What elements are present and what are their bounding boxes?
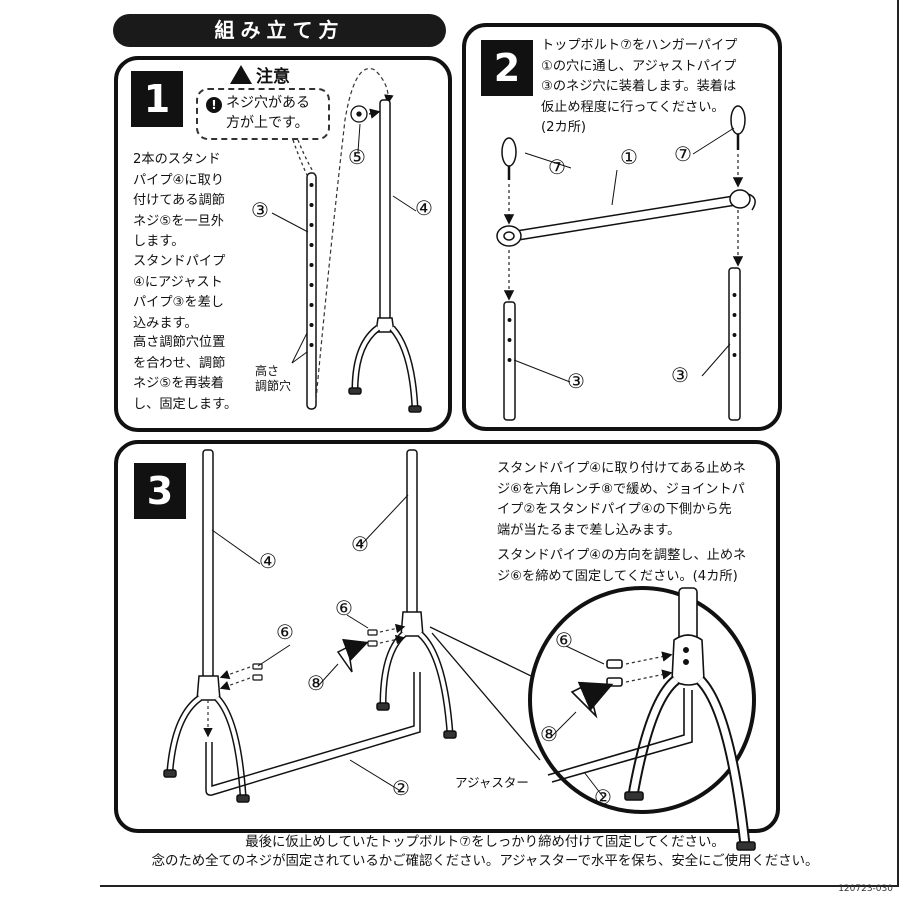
step3-instruction-2: スタンドパイプ④の方向を調整し、止めネ ジ⑥を締めて固定してください。(4カ所) <box>497 548 747 584</box>
footer-line-1: 最後に仮止めしていたトップボルト⑦をしっかり締め付けて固定してください。 <box>245 835 725 850</box>
step3-stand-left <box>163 449 250 803</box>
stop-screw-icon <box>252 629 378 681</box>
step2-hanger-pipe <box>496 189 756 247</box>
step3-number: 3 <box>134 463 186 519</box>
step3-stand-right <box>376 449 457 739</box>
adjust-screw-icon <box>350 105 381 123</box>
callout-step3-8a: ⑧ <box>307 671 325 695</box>
callout-step1-4: ④ <box>415 196 433 220</box>
zoom-detail-circle <box>528 586 756 851</box>
height-hole-label: 高さ調節穴 <box>255 364 292 393</box>
callout-step3-6a: ⑥ <box>276 620 294 644</box>
callout-step1-5: ⑤ <box>348 145 366 169</box>
callout-step3-4b: ④ <box>351 532 369 556</box>
step1-instruction-3: 高さ調節穴位置 を合わせ、調節 ネジ⑤を再装着 し、固定します。 <box>133 335 238 412</box>
warning-note-text: ネジ穴がある 方が上です。 <box>226 95 310 131</box>
step3-instruction-1: スタンドパイプ④に取り付けてある止めネ ジ⑥を六角レンチ⑧で緩め、ジョイントパ … <box>497 461 746 538</box>
step1-stand-pipe <box>348 99 422 413</box>
hex-wrench-icon <box>336 638 369 673</box>
step2-number: 2 <box>481 40 533 96</box>
top-bolt-icon <box>501 105 746 180</box>
warning-note-bubble: ! ネジ穴がある 方が上です。 <box>196 88 330 140</box>
warning-triangle-icon <box>230 65 252 84</box>
step1-instruction-1: 2本のスタンド パイプ④に取り 付けてある調節 ネジ⑤を一旦外 します。 <box>133 152 225 249</box>
callout-step3-2a: ② <box>392 776 410 800</box>
warning-title: 注意 <box>230 62 290 87</box>
callout-step2-7b: ⑦ <box>674 142 692 166</box>
step3-joint-pipe <box>205 672 421 796</box>
step1-adjust-pipe <box>306 172 317 410</box>
callout-step3-2b: ② <box>594 785 612 809</box>
callout-step1-3: ③ <box>251 198 269 222</box>
step1-instruction-2: スタンドパイプ ④にアジャスト パイプ③を差し 込みます。 <box>133 254 226 331</box>
callout-step2-3a: ③ <box>567 369 585 393</box>
footer-line-2: 念のため全てのネジが固定されているかご確認ください。アジャスターで水平を保ち、安… <box>151 854 819 869</box>
step2-instruction: トップボルト⑦をハンガーパイプ ①の穴に通し、アジャストパイプ ③のネジ穴に装着… <box>541 38 738 135</box>
callout-step3-4a: ④ <box>259 549 277 573</box>
callout-step2-7a: ⑦ <box>548 155 566 179</box>
callout-step3-8b: ⑧ <box>540 722 558 746</box>
callout-step2-3b: ③ <box>671 363 689 387</box>
exclamation-icon: ! <box>206 97 222 113</box>
step2-adjust-pipes <box>503 267 741 421</box>
page-border <box>100 0 899 887</box>
callout-step3-6b: ⑥ <box>335 596 353 620</box>
adjuster-label: アジャスター <box>455 775 529 790</box>
step1-number: 1 <box>131 71 183 127</box>
page-title: 組み立て方 <box>113 14 446 47</box>
document-code: 120723-030 <box>838 884 893 894</box>
callout-step3-6c: ⑥ <box>555 628 573 652</box>
callout-step2-1: ① <box>620 145 638 169</box>
